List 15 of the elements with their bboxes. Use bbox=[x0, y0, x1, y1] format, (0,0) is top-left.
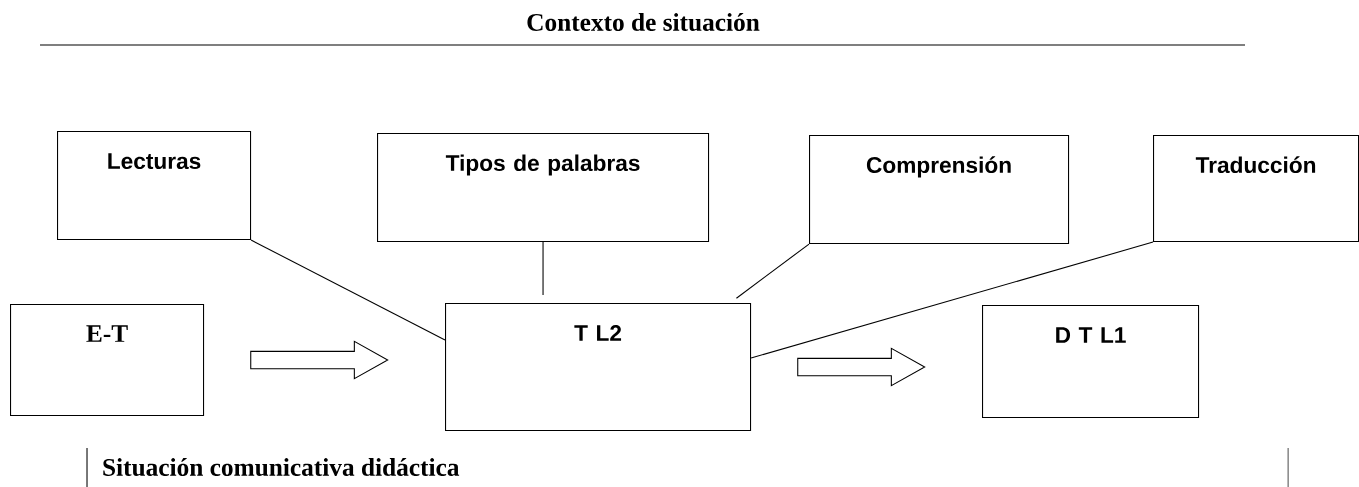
connector-line bbox=[250, 239, 446, 341]
caption: Situación comunicativa didáctica bbox=[103, 458, 460, 476]
connector-line bbox=[542, 241, 544, 296]
connector-line bbox=[750, 241, 1154, 359]
text-box: Comprensión bbox=[809, 135, 1070, 245]
text-box: Tipos de palabras bbox=[377, 133, 710, 243]
block-arrow bbox=[797, 347, 926, 387]
text-box: Lecturas bbox=[57, 131, 252, 241]
connector-line bbox=[735, 243, 810, 299]
text-box: T L2 bbox=[445, 303, 752, 432]
text-box: Traducción bbox=[1153, 135, 1359, 243]
text-box: D T L1 bbox=[982, 305, 1200, 419]
heading: Contexto de situación bbox=[527, 13, 760, 31]
block-arrow bbox=[250, 340, 389, 380]
text-box: E-T bbox=[10, 304, 205, 417]
